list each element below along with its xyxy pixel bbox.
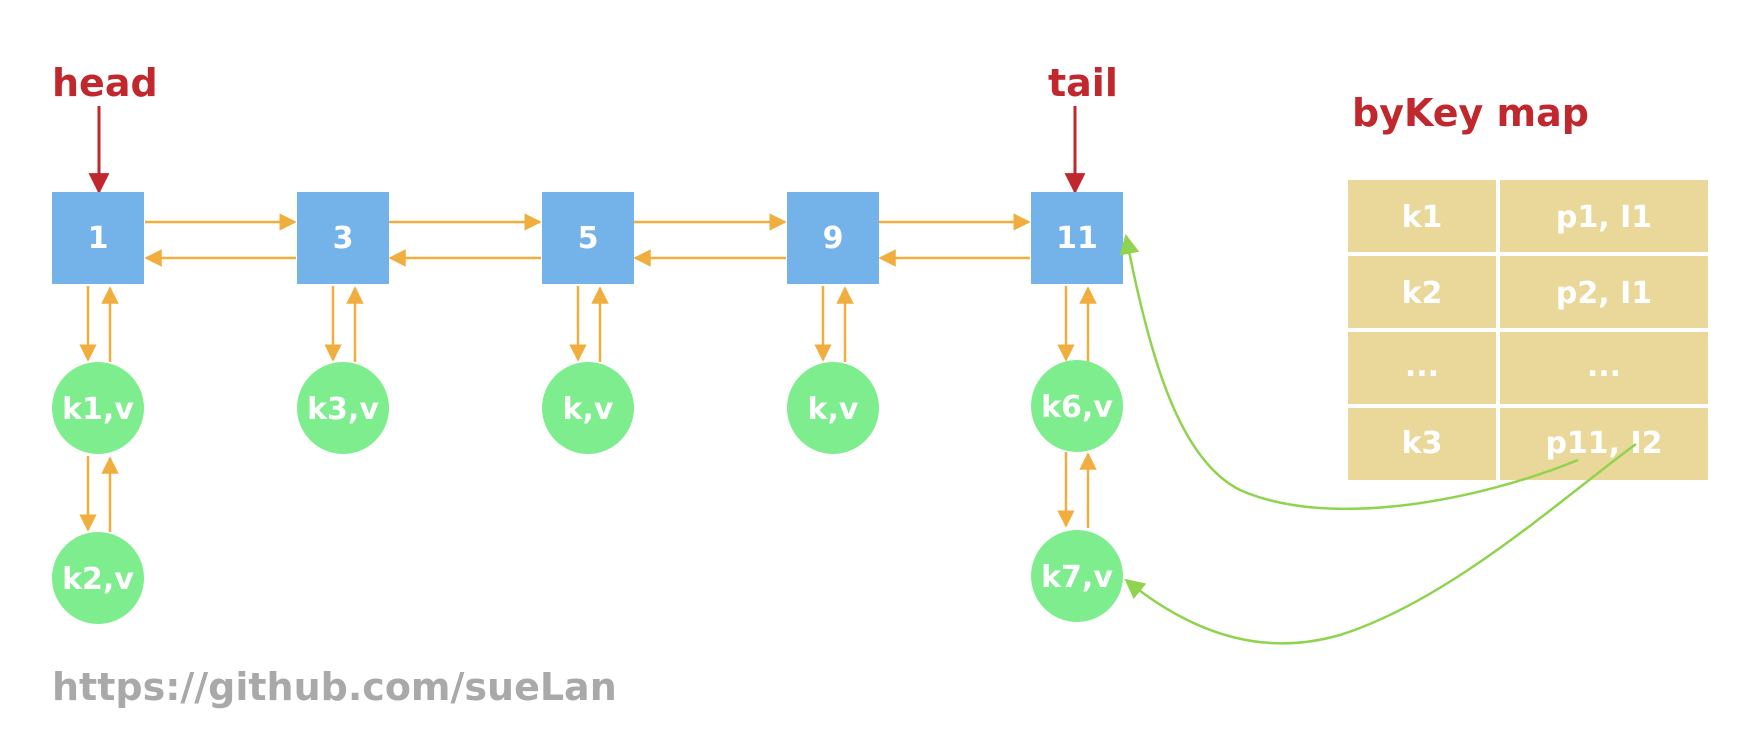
index-node-5-label: 5 [578,221,599,256]
element-k2-label: k2,v [62,562,134,597]
map-row-1-value-cell [1500,180,1708,252]
index-node-3: 3 [297,192,389,284]
index-node-1: 1 [52,192,144,284]
element-k2: k2,v [52,532,144,624]
index-node-11-label: 11 [1056,221,1098,256]
map-arrow-p11-to-node-11 [1119,234,1579,511]
map-row-2-key-cell [1348,256,1496,328]
element-links [79,286,1097,532]
bykey-map-table: k1 p1, I1 k2 p2, I1 ... ... k3 p11, I2 [1348,180,1708,480]
map-row-1-key: k1 [1402,200,1443,235]
map-arrow-i2-to-element-k7 [1124,442,1637,645]
element-k3: k3,v [297,362,389,454]
map-row-2-value: p2, I1 [1556,276,1652,311]
map-row-4-value: p11, I2 [1545,426,1662,461]
index-node-9: 9 [787,192,879,284]
map-row-3-value-cell [1500,332,1708,404]
tail-label: tail [1048,61,1118,105]
map-row-3-key: ... [1405,349,1439,384]
map-row-2-key: k2 [1402,276,1443,311]
map-row-3-key-cell [1348,332,1496,404]
map-row-1-value: p1, I1 [1556,200,1652,235]
element-under-9-label: k,v [808,392,859,427]
element-k6: k6,v [1031,360,1123,452]
element-k7: k7,v [1031,530,1123,622]
element-k7-label: k7,v [1041,560,1113,595]
head-label: head [52,61,158,105]
bykey-map-title: byKey map [1352,91,1589,135]
node-links [144,213,1031,267]
element-k1: k1,v [52,362,144,454]
index-node-5: 5 [542,192,634,284]
map-row-4-key: k3 [1402,426,1443,461]
element-k6-label: k6,v [1041,390,1113,425]
element-k1-label: k1,v [62,392,134,427]
index-node-9-label: 9 [823,221,844,256]
footer-url: https://github.com/sueLan [52,665,617,709]
element-k3-label: k3,v [307,392,379,427]
index-node-11: 11 [1031,192,1123,284]
map-row-1-key-cell [1348,180,1496,252]
map-row-4-key-cell [1348,408,1496,480]
map-row-2-value-cell [1500,256,1708,328]
map-row-3-value: ... [1587,349,1621,384]
element-under-5-label: k,v [563,392,614,427]
index-node-1-label: 1 [88,221,109,256]
element-under-5: k,v [542,362,634,454]
index-node-3-label: 3 [333,221,354,256]
element-under-9: k,v [787,362,879,454]
